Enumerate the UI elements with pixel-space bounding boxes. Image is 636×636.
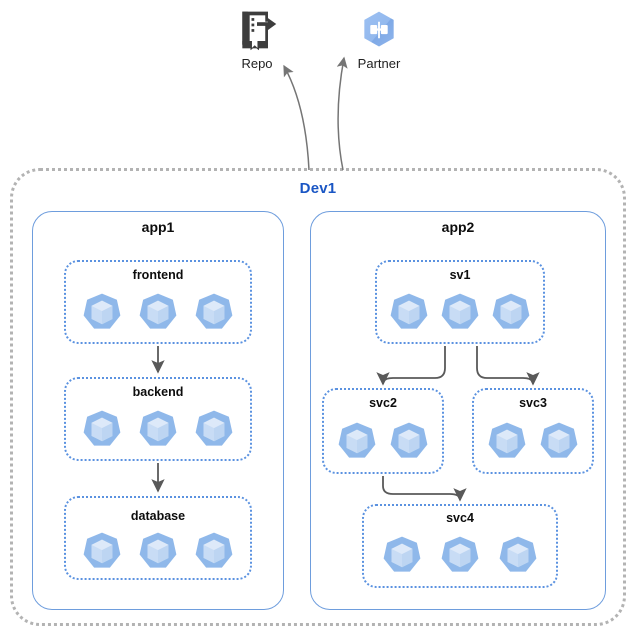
cluster-dev1-label: Dev1	[299, 180, 337, 197]
app-label-app1: app1	[141, 219, 175, 235]
pod-icon[interactable]	[81, 291, 123, 333]
app-label-app2: app2	[441, 219, 475, 235]
service-box-backend[interactable]	[64, 377, 252, 461]
edge-cluster-to-partner	[336, 56, 348, 171]
pod-icon[interactable]	[388, 291, 430, 333]
service-label-svc3: svc3	[519, 396, 547, 410]
pod-icon[interactable]	[137, 291, 179, 333]
pod-icon[interactable]	[497, 534, 539, 576]
pod-row-svc2	[322, 420, 444, 462]
pod-icon[interactable]	[193, 530, 235, 572]
pod-icon[interactable]	[538, 420, 580, 462]
external-node-partner[interactable]: Partner	[334, 8, 424, 71]
pod-row-svc3	[472, 420, 594, 462]
app-box-app1[interactable]	[32, 211, 284, 610]
pod-icon[interactable]	[137, 408, 179, 450]
service-box-svc4[interactable]	[362, 504, 558, 588]
external-node-partner-label: Partner	[357, 56, 401, 71]
pod-icon[interactable]	[490, 291, 532, 333]
pod-icon[interactable]	[81, 530, 123, 572]
service-box-frontend[interactable]	[64, 260, 252, 344]
pod-row-frontend	[64, 291, 252, 333]
service-label-frontend: frontend	[132, 268, 184, 282]
pod-row-backend	[64, 408, 252, 450]
pod-row-sv1	[375, 291, 545, 333]
service-box-database[interactable]	[64, 496, 252, 580]
pod-icon[interactable]	[381, 534, 423, 576]
repository-icon	[242, 11, 277, 51]
pod-row-database	[64, 530, 252, 572]
external-node-repo-label: Repo	[241, 56, 273, 71]
pod-icon[interactable]	[336, 420, 378, 462]
edge-cluster-to-repo	[283, 64, 310, 171]
pod-icon[interactable]	[486, 420, 528, 462]
app-box-app2[interactable]	[310, 211, 606, 610]
service-label-database: database	[130, 509, 186, 523]
pod-icon[interactable]	[81, 408, 123, 450]
pod-icon[interactable]	[193, 408, 235, 450]
service-label-svc4: svc4	[446, 511, 474, 525]
pod-icon[interactable]	[193, 291, 235, 333]
service-label-backend: backend	[132, 385, 184, 399]
service-label-svc2: svc2	[369, 396, 397, 410]
pod-icon[interactable]	[388, 420, 430, 462]
pod-icon[interactable]	[439, 291, 481, 333]
external-node-repo[interactable]: Repo	[212, 8, 302, 71]
cluster-dev1[interactable]	[10, 168, 626, 626]
pod-icon[interactable]	[137, 530, 179, 572]
service-box-sv1[interactable]	[375, 260, 545, 344]
service-box-svc3[interactable]	[472, 388, 594, 474]
pod-row-svc4	[362, 534, 558, 576]
partner-hexagon-icon	[364, 11, 394, 47]
service-label-sv1: sv1	[449, 268, 471, 282]
pod-icon[interactable]	[439, 534, 481, 576]
service-box-svc2[interactable]	[322, 388, 444, 474]
